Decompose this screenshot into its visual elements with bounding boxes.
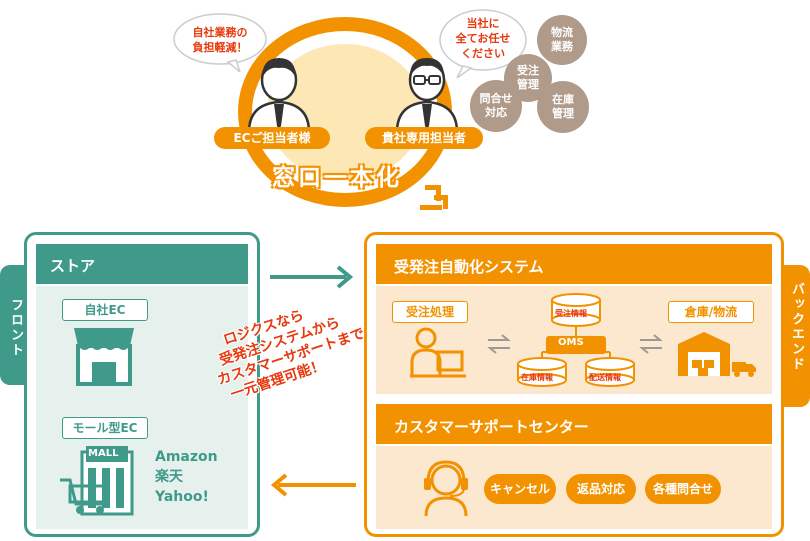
store-title-bar [36, 244, 248, 284]
back-side-tab [780, 265, 810, 407]
back-side-label: バックエンド [789, 282, 804, 372]
support-item-inquiries: 各種問合せ [645, 474, 721, 504]
headline-single-window: 窓口一本化 [272, 165, 402, 191]
db-shipping-info: 配送情報 [589, 373, 621, 382]
warehouse-logistics-label: 倉庫/物流 [668, 301, 754, 323]
support-item-returns: 返品対応 [566, 474, 636, 504]
bubble-inquiry: 問合せ対応 [470, 80, 522, 132]
person-right-label: 貴社専用担当者 [365, 127, 483, 149]
bubble-logistics: 物流業務 [537, 15, 587, 65]
speech-bubble-right [439, 9, 527, 78]
operator-computer-icon [410, 327, 466, 378]
person-ec-manager-icon [247, 58, 311, 132]
exchange-icon-right [639, 334, 663, 354]
own-ec-label: 自社EC [62, 299, 148, 321]
store-front-icon [74, 328, 134, 386]
bubble-inventory: 在庫管理 [537, 81, 589, 133]
support-title: カスタマーサポートセンター [394, 418, 589, 436]
support-item-cancel: キャンセル [484, 474, 556, 504]
store-title: ストア [50, 257, 96, 275]
db-stock-info: 在庫情報 [521, 373, 553, 382]
system-title-bar [376, 244, 772, 284]
db-order-info: 受注情報 [555, 309, 587, 318]
shopping-mall-icon [60, 446, 134, 516]
person-staff-icon [395, 58, 459, 132]
speech-right-text: 当社に全てお任せください [455, 17, 511, 60]
arrow-right-icon [270, 265, 354, 289]
headset-operator-icon [424, 460, 468, 517]
oms-label: OMS [558, 337, 584, 348]
warehouse-truck-icon [678, 332, 756, 377]
mall-sign: MALL [88, 448, 119, 459]
speech-bubble-left [173, 13, 267, 72]
system-title: 受発注自動化システム [394, 258, 544, 276]
chevron-down-icon [420, 185, 448, 210]
speech-left-text: 自社業務の負担軽減！ [192, 26, 248, 54]
person-left-label: ECご担当者様 [214, 127, 330, 149]
arrow-left-icon [270, 473, 356, 497]
mall-ec-label: モール型EC [62, 417, 148, 439]
oms-diagram [517, 293, 635, 387]
order-processing-label: 受注処理 [392, 301, 468, 323]
exchange-icon-left [487, 334, 511, 354]
front-side-label: フロント [8, 298, 23, 358]
support-title-bar [376, 404, 772, 444]
